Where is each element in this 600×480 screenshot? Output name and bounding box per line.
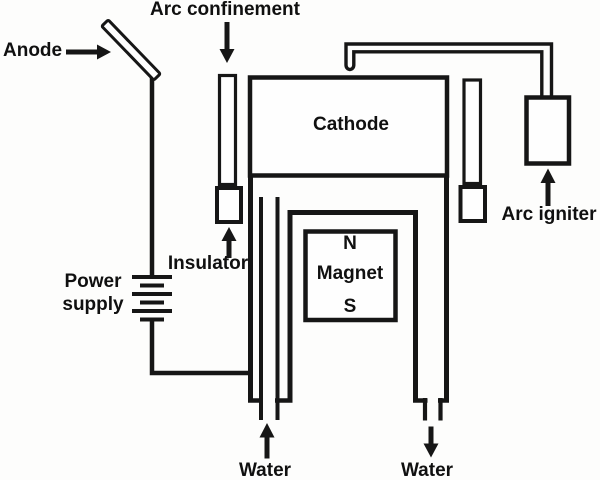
arc-igniter-label: Arc igniter <box>501 204 597 225</box>
water-inlet-arrow <box>259 423 275 459</box>
magnet-south-label: S <box>343 296 357 317</box>
water-outlet-arrow <box>423 426 439 458</box>
power-supply-battery-symbol <box>132 275 172 322</box>
insulator-pointer-arrow <box>221 227 237 258</box>
magnet-box <box>303 229 398 323</box>
magnet-label: Magnet <box>316 263 384 284</box>
power-supply-label-line2: supply <box>62 294 124 315</box>
arc-igniter-pointer-arrow <box>540 168 556 206</box>
water-inlet-label: Water <box>238 460 292 480</box>
magnet-housing <box>287 210 418 402</box>
insulator-label: Insulator <box>167 253 249 274</box>
water-inlet-tube <box>259 197 280 420</box>
arc-igniter-trigger-wire <box>344 42 554 96</box>
power-supply-label-line1: Power <box>64 271 122 292</box>
anode-label: Anode <box>3 40 63 61</box>
cathode-label: Cathode <box>313 114 389 135</box>
arc-igniter-box <box>524 95 572 166</box>
insulator-block-right <box>458 185 487 223</box>
power-supply-wire <box>149 319 253 376</box>
water-outlet-tube <box>422 398 443 421</box>
anode-pointer-arrow <box>66 44 111 60</box>
arc-confinement-rod <box>217 73 238 187</box>
anode-rod <box>100 19 162 81</box>
power-supply-label: Power supply <box>48 270 138 316</box>
cathode-box <box>247 75 450 178</box>
arc-confinement-pointer-arrow <box>219 22 235 63</box>
insulator-block-left <box>215 186 243 224</box>
arc-confinement-label: Arc confinement <box>150 0 300 20</box>
water-outlet-label: Water <box>400 460 454 480</box>
confinement-rod-right <box>462 78 483 186</box>
magnet-north-label: N <box>343 233 357 254</box>
